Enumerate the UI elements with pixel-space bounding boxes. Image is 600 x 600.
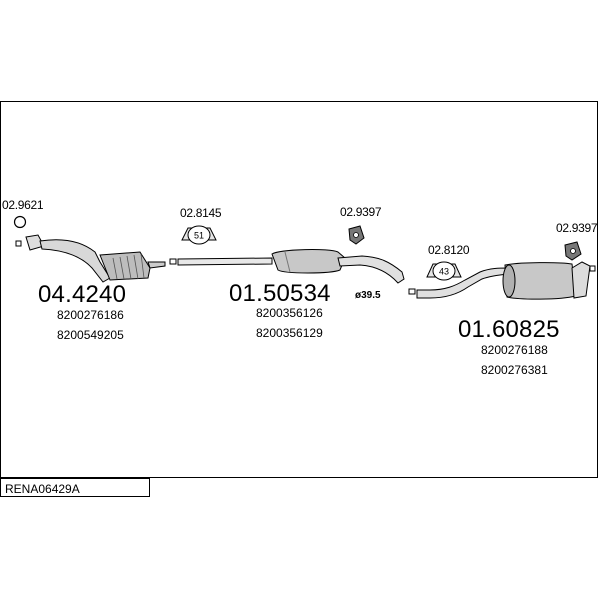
clamp-icon: 51 [181,225,217,245]
part-number-clamp: 02.8120 [428,243,470,257]
joint-icon [408,288,416,295]
rubber-hanger-icon [564,241,582,261]
oem-number: 8200356129 [256,326,323,340]
clamp-size-label: 51 [194,231,204,241]
clamp-icon: 43 [426,261,462,281]
part-number-clamp: 02.8145 [180,206,222,220]
joint-icon [169,258,177,265]
diagram-frame [0,101,598,478]
oem-number: 8200276186 [57,308,124,322]
pipe-diameter-label: ø39.5 [355,290,381,301]
part-number-hanger: 02.9397 [340,205,382,219]
rubber-hanger-icon [348,225,365,245]
oem-number: 8200549205 [57,328,124,342]
part-number-gasket: 02.9621 [2,198,44,212]
gasket-icon [13,215,27,247]
rear-silencer-icon [416,261,591,300]
oem-number: 8200356126 [256,306,323,320]
reference-box: RENA06429A [0,478,150,497]
middle-silencer-icon [177,249,405,284]
clamp-size-label: 43 [439,267,449,277]
part-number-hanger: 02.9397 [556,221,598,235]
assembly-number: 01.50534 [229,280,331,307]
diagram-frame-edge [597,101,598,478]
oem-number: 8200276188 [481,343,548,357]
assembly-number: 04.4240 [38,281,127,308]
catalytic-converter-icon [25,234,166,283]
assembly-number: 01.60825 [458,316,560,343]
joint-icon [589,265,596,272]
oem-number: 8200276381 [481,363,548,377]
reference-code: RENA06429A [5,482,80,496]
